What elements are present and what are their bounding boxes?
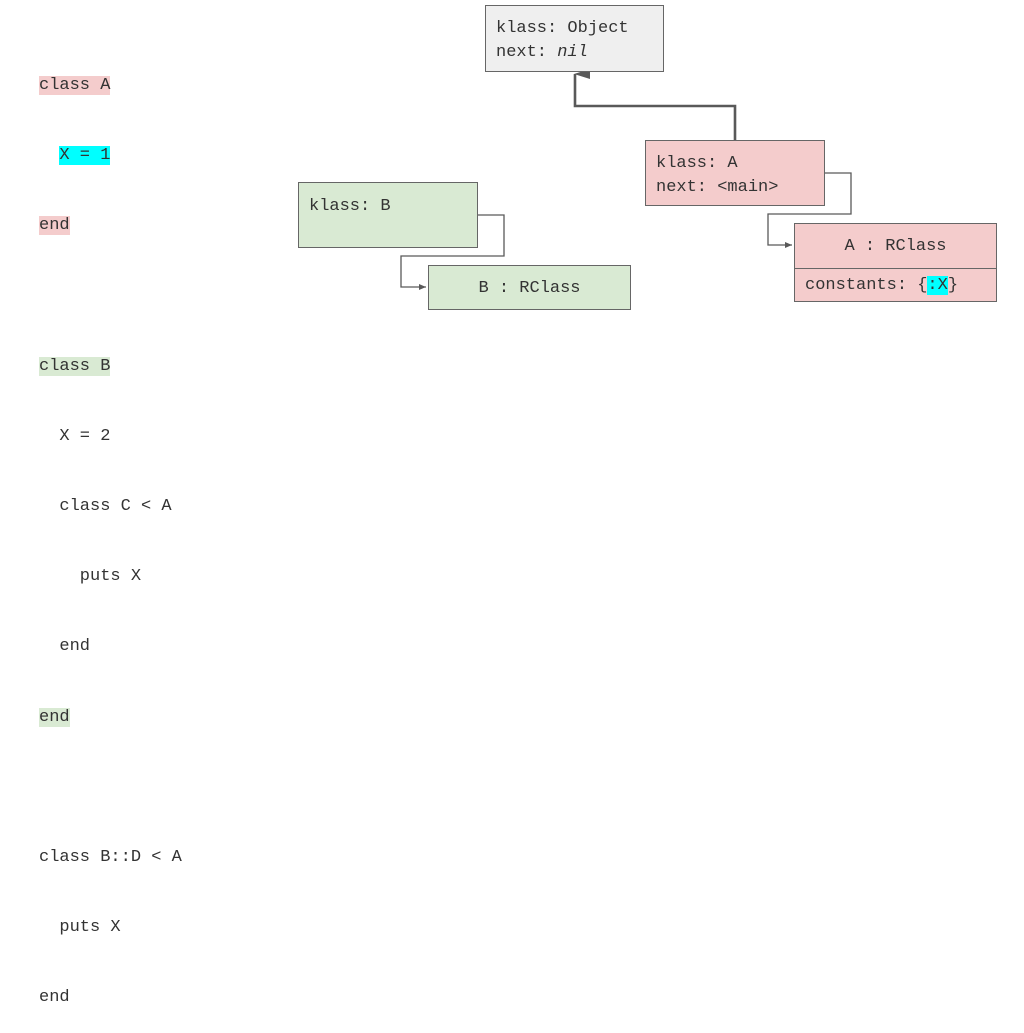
code-line: class A [39,74,182,97]
a-to-rclass-connector [767,172,852,248]
code-line: end [39,635,182,658]
code-text: class B [39,356,111,376]
code-line: X = 1 [39,144,182,167]
constants-prefix: constants: { [805,276,928,295]
object-klass-label: klass: [496,19,568,38]
code-line: X = 2 [39,425,182,448]
code-line: puts X [39,916,182,939]
code-line: class B [39,355,182,378]
code-line [39,776,182,799]
code-text: end [39,988,70,1008]
code-line: end [39,214,182,237]
object-next-line: next: nil [496,41,653,65]
code-text: X = 2 [39,426,111,446]
inheritance-arrow [573,69,737,140]
a-klass-line: klass: A [656,154,738,173]
object-next-value: nil [557,43,588,62]
b-rclass-box: B : RClass [428,265,631,310]
code-text: end [39,707,70,727]
constants-key: :X [927,276,948,295]
code-text: puts X [39,918,121,938]
code-text-constant: X = 1 [59,146,111,166]
code-line: class C < A [39,495,182,518]
code-text: end [39,216,70,236]
b-to-rclass-connector [400,214,505,290]
code-text: class B::D < A [39,848,182,868]
code-text: class A [39,75,111,95]
object-klass-line: klass: Object [496,17,653,41]
object-frame-box: klass: Object next: nil [485,5,664,72]
code-line: end [39,706,182,729]
b-rclass-title: B : RClass [478,279,581,298]
code-line: end [39,986,182,1009]
b-frame-box: klass: B [298,182,478,248]
a-next-line: next: <main> [656,178,779,197]
code-text: class C < A [39,497,172,517]
object-next-label: next: [496,43,558,62]
connector-lines [400,69,852,290]
a-rclass-box: A : RClass constants: {:X} [794,223,997,302]
a-rclass-title: A : RClass [795,224,996,269]
object-klass-value: Object [567,19,629,38]
a-rclass-constants: constants: {:X} [795,269,996,303]
code-text: end [39,637,91,657]
b-klass-line: klass: B [309,197,391,216]
a-frame-box: klass: A next: <main> [645,140,825,206]
constants-suffix: } [947,276,959,295]
code-line: class B::D < A [39,846,182,869]
